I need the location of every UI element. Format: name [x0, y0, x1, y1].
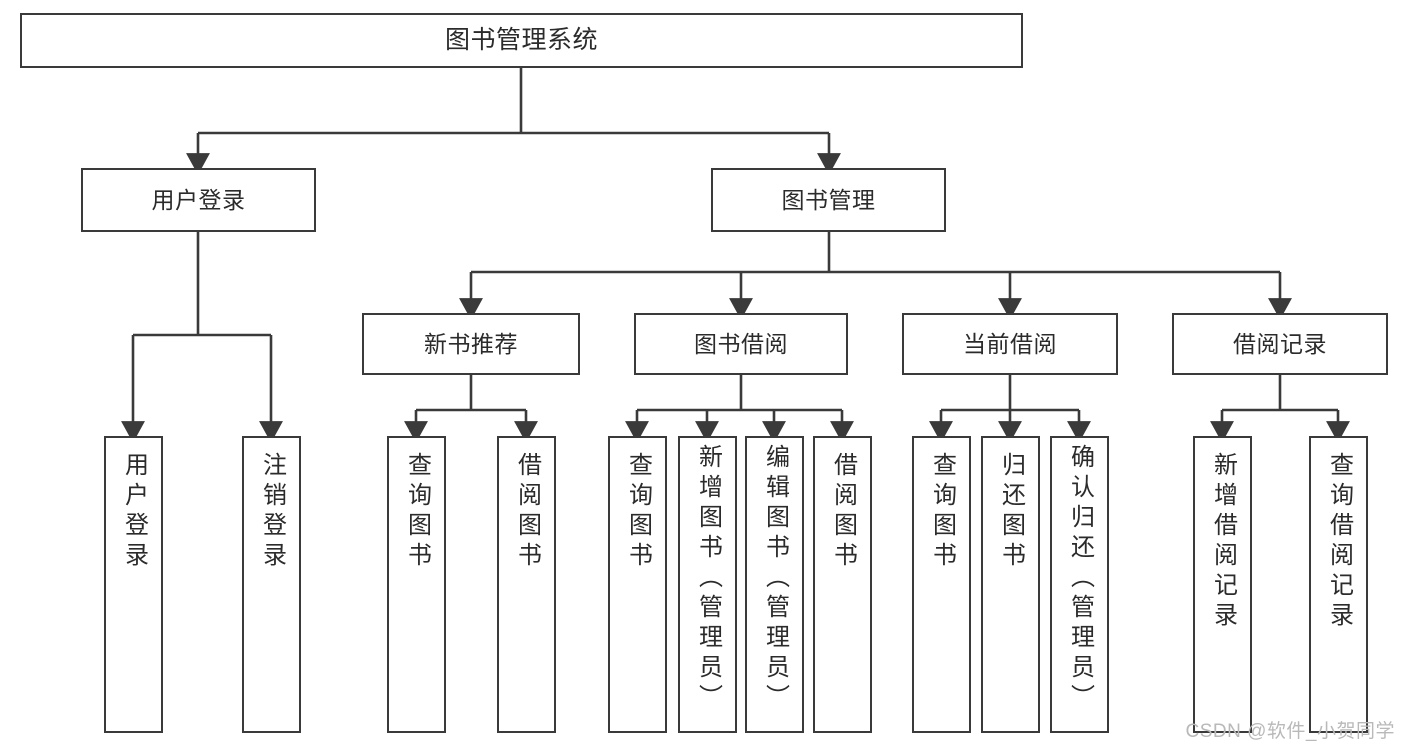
node-leaf-book-borrow-2-label: 新增图书（管理员）	[694, 444, 722, 714]
node-leaf-current-borrow-2[interactable]: 归还图书	[981, 436, 1040, 733]
node-user-login-label: 用户登录	[151, 186, 246, 213]
node-borrow-record[interactable]: 借阅记录	[1172, 313, 1388, 375]
node-leaf-new-book-2-label: 借阅图书	[513, 452, 541, 572]
node-leaf-new-book-1[interactable]: 查询图书	[387, 436, 446, 733]
node-book-borrow-label: 图书借阅	[694, 330, 788, 357]
node-book-borrow[interactable]: 图书借阅	[634, 313, 848, 375]
node-leaf-user-login-2-label: 注销登录	[258, 452, 286, 572]
node-user-login[interactable]: 用户登录	[81, 168, 316, 232]
node-leaf-new-book-1-label: 查询图书	[403, 452, 431, 572]
node-book-management-label: 图书管理	[781, 186, 876, 213]
node-root-label: 图书管理系统	[444, 26, 598, 54]
node-current-borrow[interactable]: 当前借阅	[902, 313, 1118, 375]
node-leaf-new-book-2[interactable]: 借阅图书	[497, 436, 556, 733]
node-leaf-borrow-record-1-label: 新增借阅记录	[1209, 452, 1237, 632]
node-leaf-book-borrow-3[interactable]: 编辑图书（管理员）	[745, 436, 804, 733]
node-leaf-book-borrow-2[interactable]: 新增图书（管理员）	[678, 436, 737, 733]
node-leaf-current-borrow-3[interactable]: 确认归还（管理员）	[1050, 436, 1109, 733]
node-leaf-book-borrow-4-label: 借阅图书	[829, 452, 857, 572]
node-current-borrow-label: 当前借阅	[963, 330, 1057, 357]
node-leaf-current-borrow-2-label: 归还图书	[997, 452, 1025, 572]
node-leaf-current-borrow-3-label: 确认归还（管理员）	[1066, 444, 1094, 714]
node-leaf-borrow-record-2-label: 查询借阅记录	[1325, 452, 1353, 632]
node-borrow-record-label: 借阅记录	[1233, 330, 1327, 357]
node-leaf-book-borrow-3-label: 编辑图书（管理员）	[761, 444, 789, 714]
node-leaf-book-borrow-1-label: 查询图书	[624, 452, 652, 572]
node-leaf-borrow-record-1[interactable]: 新增借阅记录	[1193, 436, 1252, 733]
node-leaf-user-login-1[interactable]: 用户登录	[104, 436, 163, 733]
node-leaf-borrow-record-2[interactable]: 查询借阅记录	[1309, 436, 1368, 733]
node-new-book-recommend[interactable]: 新书推荐	[362, 313, 580, 375]
node-new-book-recommend-label: 新书推荐	[424, 330, 518, 357]
node-leaf-user-login-2[interactable]: 注销登录	[242, 436, 301, 733]
node-leaf-book-borrow-4[interactable]: 借阅图书	[813, 436, 872, 733]
node-leaf-current-borrow-1-label: 查询图书	[928, 452, 956, 572]
node-leaf-user-login-1-label: 用户登录	[120, 452, 148, 572]
node-root[interactable]: 图书管理系统	[20, 13, 1023, 68]
node-leaf-book-borrow-1[interactable]: 查询图书	[608, 436, 667, 733]
node-leaf-current-borrow-1[interactable]: 查询图书	[912, 436, 971, 733]
node-book-management[interactable]: 图书管理	[711, 168, 946, 232]
